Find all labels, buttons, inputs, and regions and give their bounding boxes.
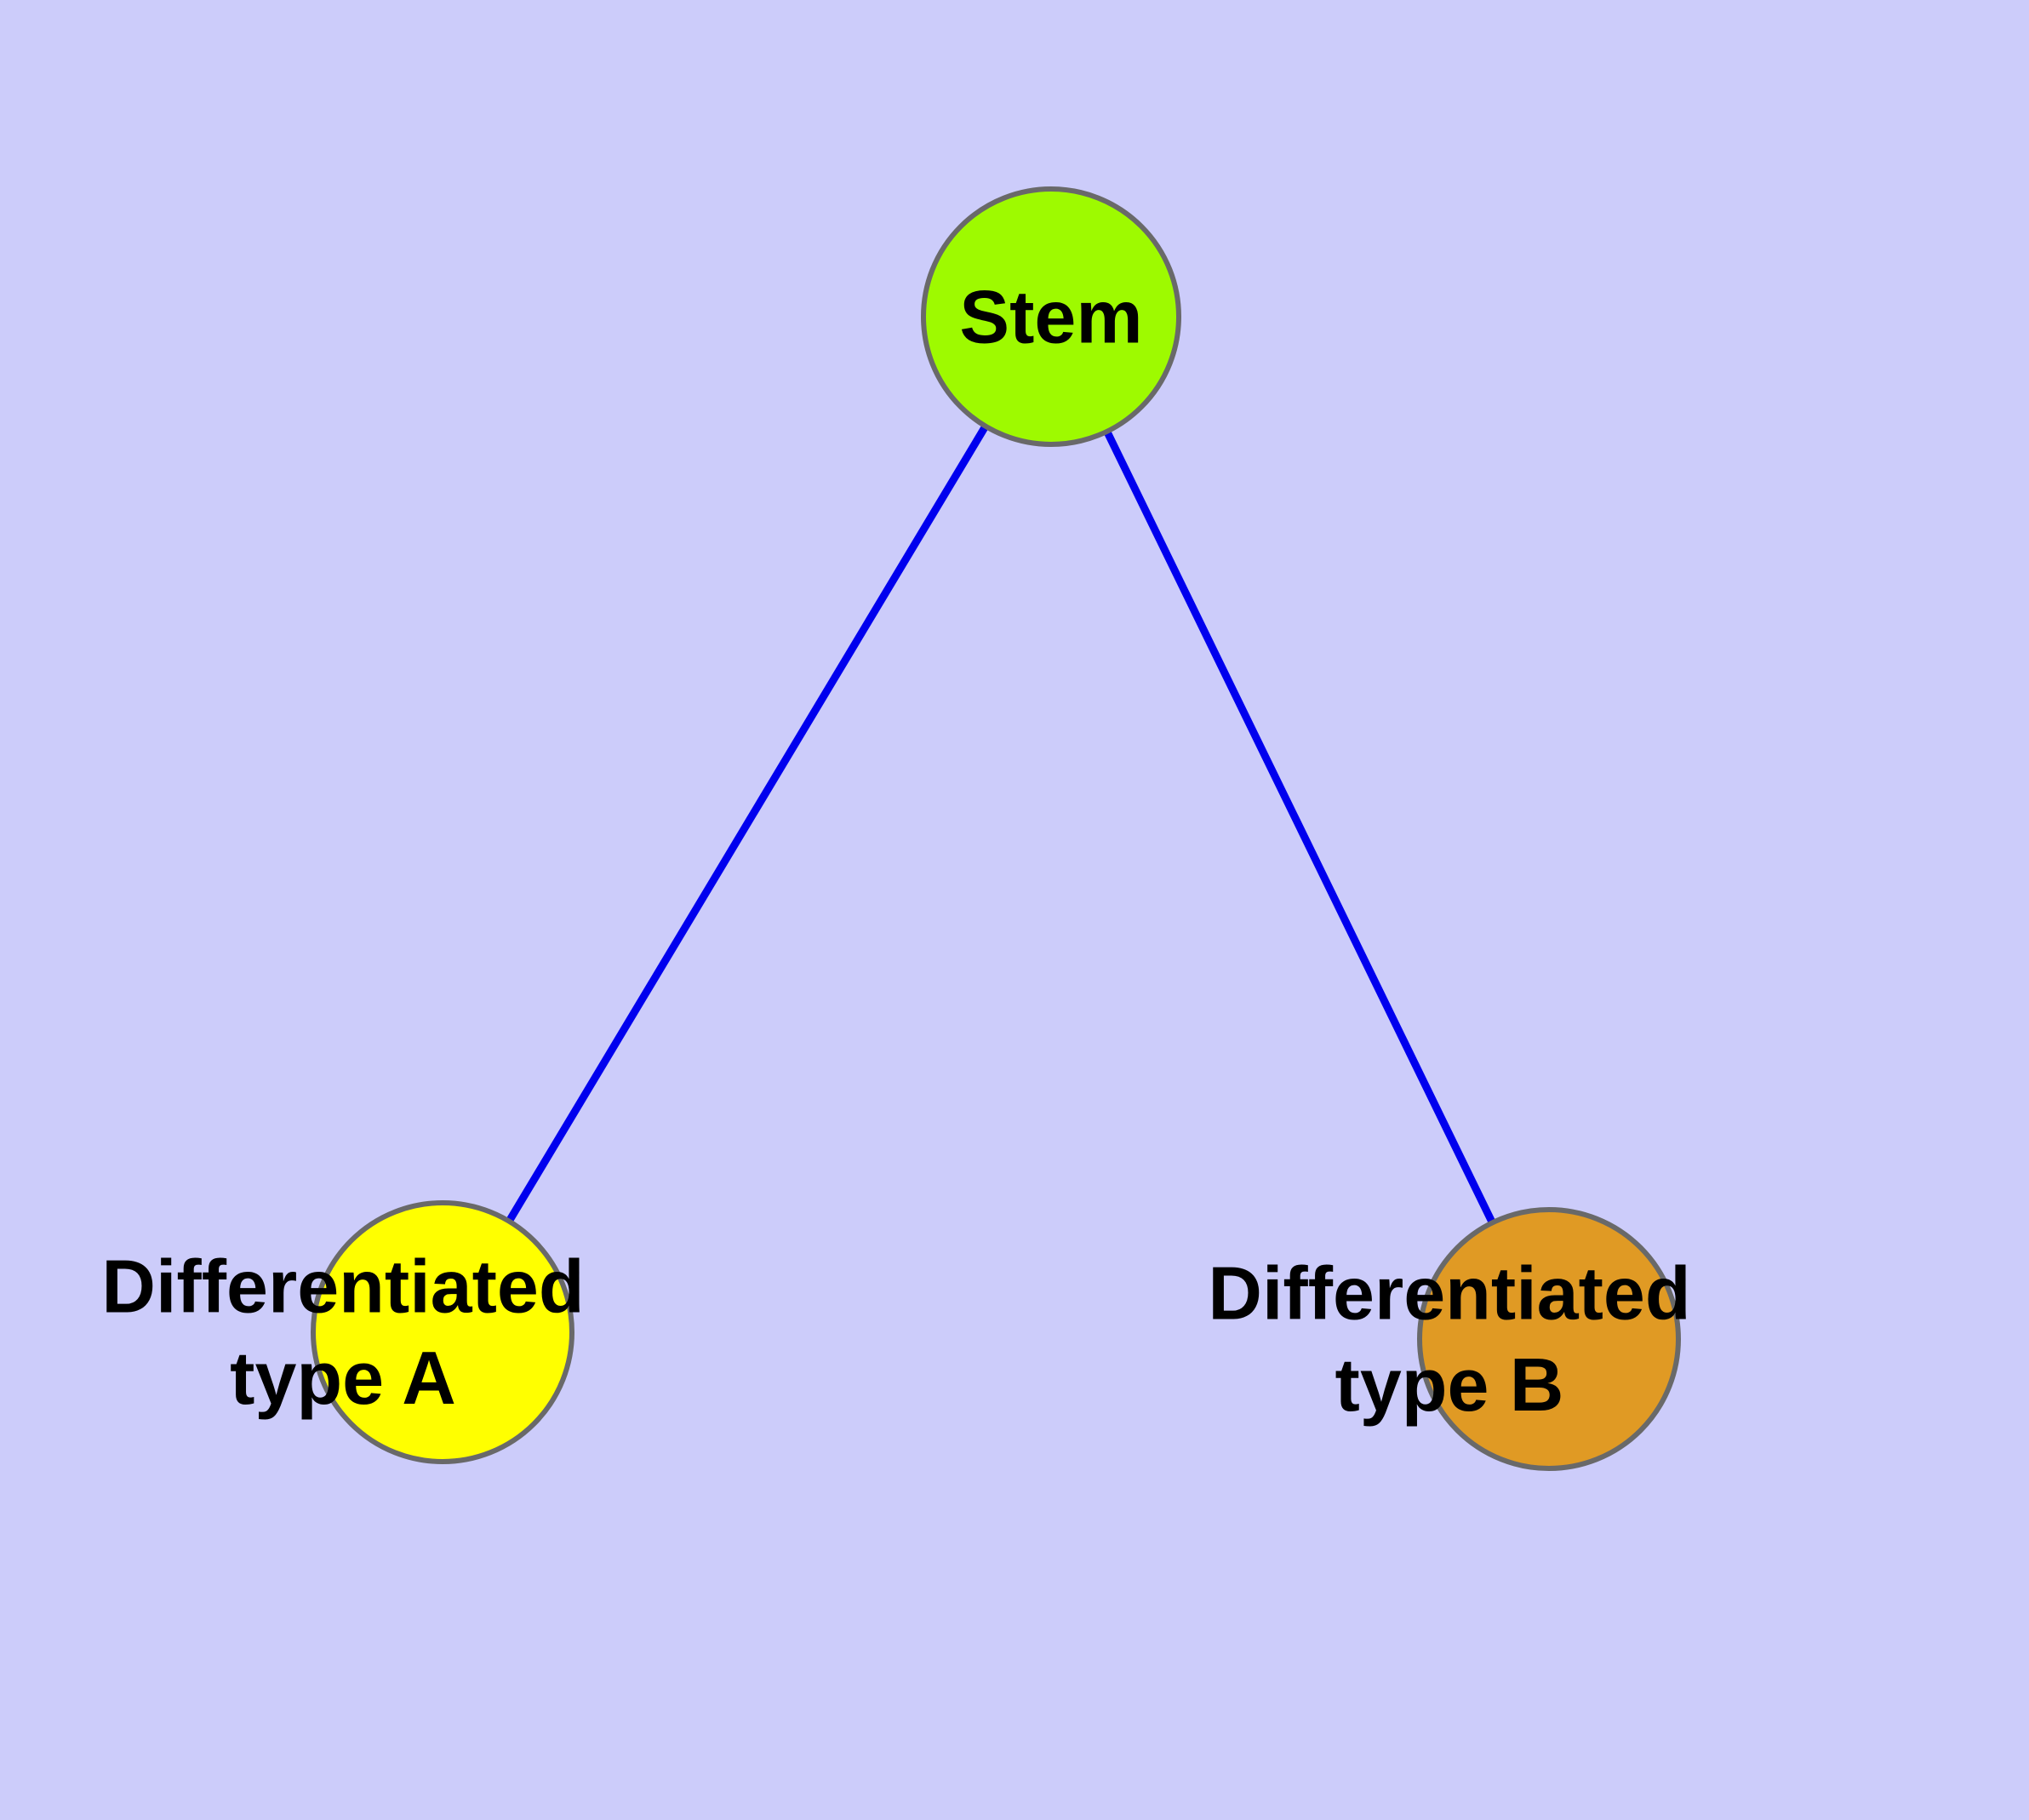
- node-layer: [311, 186, 1681, 1471]
- graph-node-label-line: Stem: [959, 274, 1142, 358]
- graph-edge-stem-to-diff_b: [1101, 426, 1498, 1228]
- graph-node-label-line: Differentiated: [1208, 1251, 1690, 1336]
- graph-node-label-line: Differentiated: [101, 1245, 584, 1329]
- graph-node-label-line: type A: [230, 1336, 456, 1420]
- graph-node-label-line: type B: [1335, 1342, 1564, 1427]
- graph-node-diff_a[interactable]: [311, 1200, 574, 1464]
- graph-node-diff_b[interactable]: [1417, 1207, 1681, 1471]
- graph-edge-stem-to-diff_a: [504, 421, 991, 1227]
- graph-node-stem[interactable]: [921, 186, 1181, 447]
- edge-layer: [504, 421, 1498, 1228]
- graph-node-label-stem: Stem: [959, 274, 1142, 358]
